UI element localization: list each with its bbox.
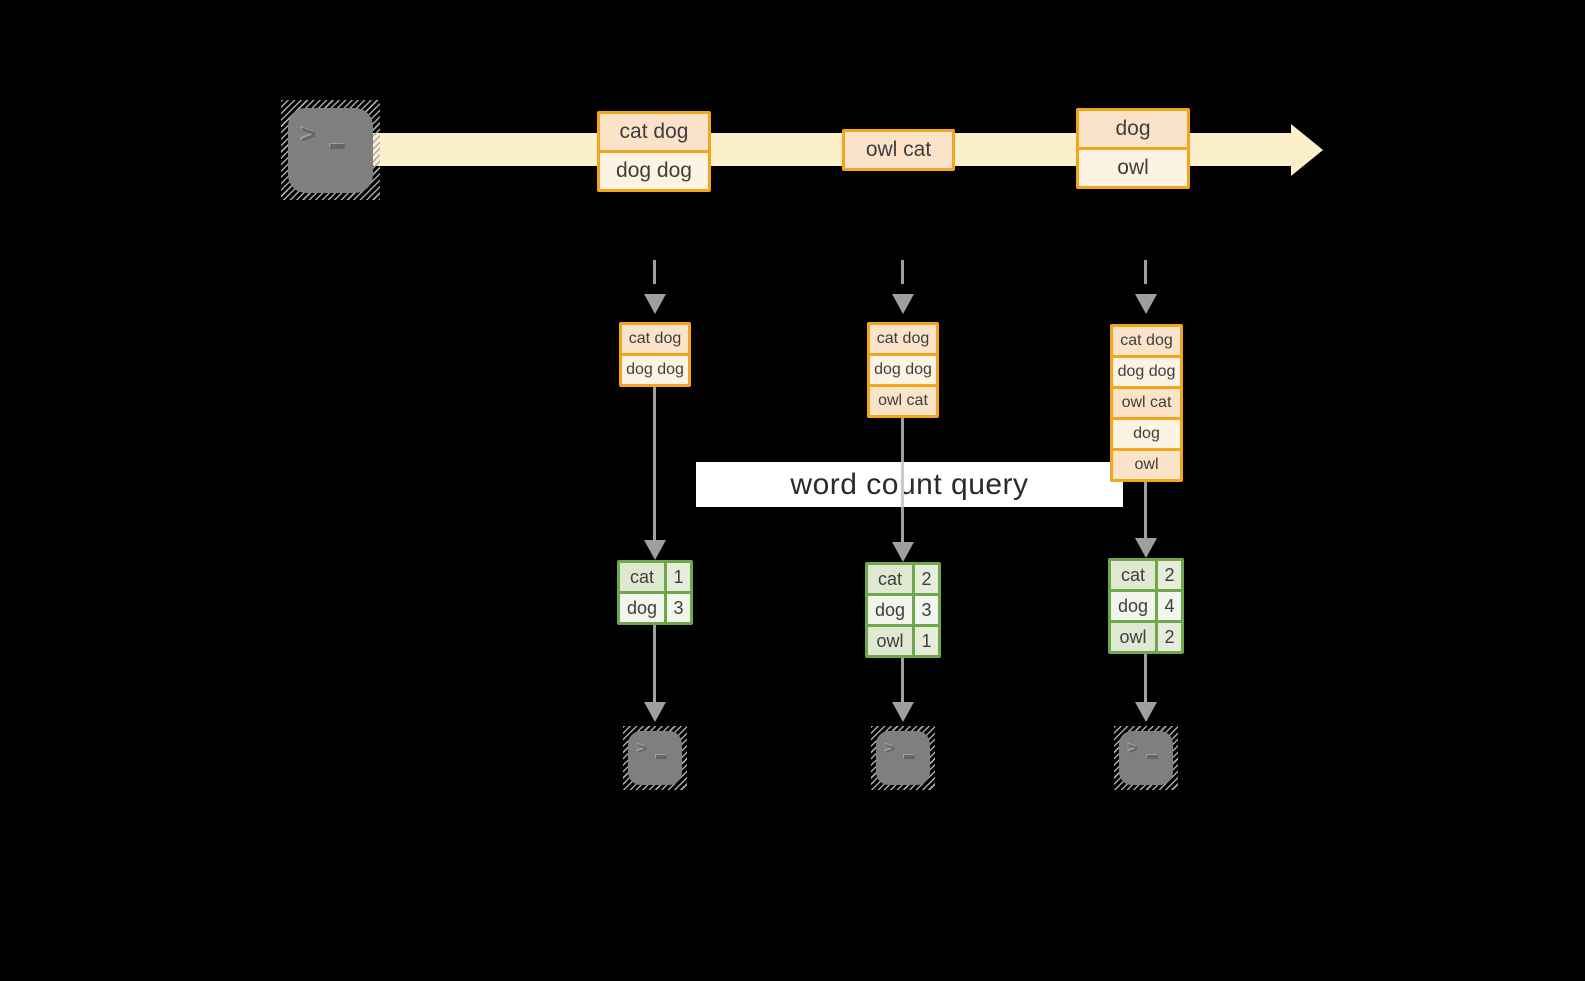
count-cell: 3	[912, 596, 938, 624]
table-row: owl 1	[868, 624, 938, 655]
prompt-cursor-icon	[656, 755, 667, 759]
table-row: dog 4	[1111, 589, 1181, 620]
terminal-screen: >	[876, 731, 930, 785]
query-label: word count query	[696, 462, 1123, 507]
table-row: cat 2	[868, 565, 938, 593]
state-row: dog	[1113, 417, 1180, 448]
sink-terminal-icon-3: >	[1114, 726, 1178, 790]
state-row: cat dog	[622, 325, 688, 353]
state-box-2: cat dog dog dog owl cat	[867, 322, 939, 418]
count-cell: 3	[664, 594, 690, 622]
prompt-chevron-icon: >	[301, 119, 317, 149]
state-row: owl cat	[870, 384, 936, 415]
word-cell: dog	[620, 594, 664, 622]
dashed-arrow-segment	[653, 260, 656, 284]
prompt-cursor-icon	[330, 144, 345, 149]
table-row: cat 2	[1111, 561, 1181, 589]
word-cell: cat	[868, 565, 912, 593]
table-row: dog 3	[868, 593, 938, 624]
count-cell: 1	[912, 627, 938, 655]
stream-event-box-3: dog owl	[1076, 108, 1190, 189]
dashed-arrow-segment	[901, 260, 904, 284]
event-text: dog	[1079, 111, 1187, 147]
terminal-screen: >	[628, 731, 682, 785]
word-cell: owl	[1111, 623, 1155, 651]
sink-terminal-icon-2: >	[871, 726, 935, 790]
state-box-1: cat dog dog dog	[619, 322, 691, 387]
word-cell: dog	[868, 596, 912, 624]
word-cell: owl	[868, 627, 912, 655]
prompt-chevron-icon: >	[1128, 739, 1138, 758]
event-text: dog dog	[600, 150, 708, 189]
stream-event-box-2: owl cat	[842, 129, 955, 171]
count-table-2: cat 2 dog 3 owl 1	[865, 562, 941, 658]
word-cell: cat	[1111, 561, 1155, 589]
arrowhead-icon	[1135, 294, 1157, 314]
query-label-text: word count query	[790, 467, 1029, 501]
state-row: owl cat	[1113, 386, 1180, 417]
prompt-cursor-icon	[1147, 755, 1158, 759]
state-box-3: cat dog dog dog owl cat dog owl	[1110, 324, 1183, 482]
count-table-1: cat 1 dog 3	[617, 560, 693, 625]
arrowhead-icon	[892, 702, 914, 722]
count-cell: 4	[1155, 592, 1181, 620]
sink-terminal-icon-1: >	[623, 726, 687, 790]
source-terminal-icon: >	[281, 100, 380, 200]
terminal-screen: >	[1119, 731, 1173, 785]
state-row: dog dog	[622, 353, 688, 384]
state-row: owl	[1113, 448, 1180, 479]
state-row: cat dog	[1113, 327, 1180, 355]
arrowhead-icon	[644, 702, 666, 722]
arrowhead-icon	[1135, 702, 1157, 722]
state-row: dog dog	[1113, 355, 1180, 386]
table-row: dog 3	[620, 591, 690, 622]
stream-event-box-1: cat dog dog dog	[597, 111, 711, 192]
prompt-chevron-icon: >	[637, 739, 647, 758]
prompt-cursor-icon	[904, 755, 915, 759]
word-cell: cat	[620, 563, 664, 591]
table-row: owl 2	[1111, 620, 1181, 651]
dashed-arrow-segment	[1144, 260, 1147, 284]
arrowhead-icon	[892, 542, 914, 562]
arrow-line	[1144, 654, 1147, 702]
arrow-line	[901, 658, 904, 702]
prompt-chevron-icon: >	[885, 739, 895, 758]
word-cell: dog	[1111, 592, 1155, 620]
arrowhead-icon	[892, 294, 914, 314]
state-row: cat dog	[870, 325, 936, 353]
count-cell: 1	[664, 563, 690, 591]
state-row: dog dog	[870, 353, 936, 384]
stream-arrowhead-icon	[1291, 124, 1323, 176]
count-cell: 2	[1155, 561, 1181, 589]
table-row: cat 1	[620, 563, 690, 591]
arrow-line	[1144, 482, 1147, 538]
count-table-3: cat 2 dog 4 owl 2	[1108, 558, 1184, 654]
event-text: cat dog	[600, 114, 708, 150]
event-text: owl	[1079, 147, 1187, 186]
event-text: owl cat	[845, 132, 952, 168]
arrow-line-through-label	[901, 462, 904, 507]
arrow-line	[653, 387, 656, 540]
count-cell: 2	[1155, 623, 1181, 651]
arrowhead-icon	[644, 540, 666, 560]
arrowhead-icon	[1135, 538, 1157, 558]
terminal-screen: >	[288, 108, 373, 193]
arrowhead-icon	[644, 294, 666, 314]
arrow-line	[653, 625, 656, 702]
count-cell: 2	[912, 565, 938, 593]
